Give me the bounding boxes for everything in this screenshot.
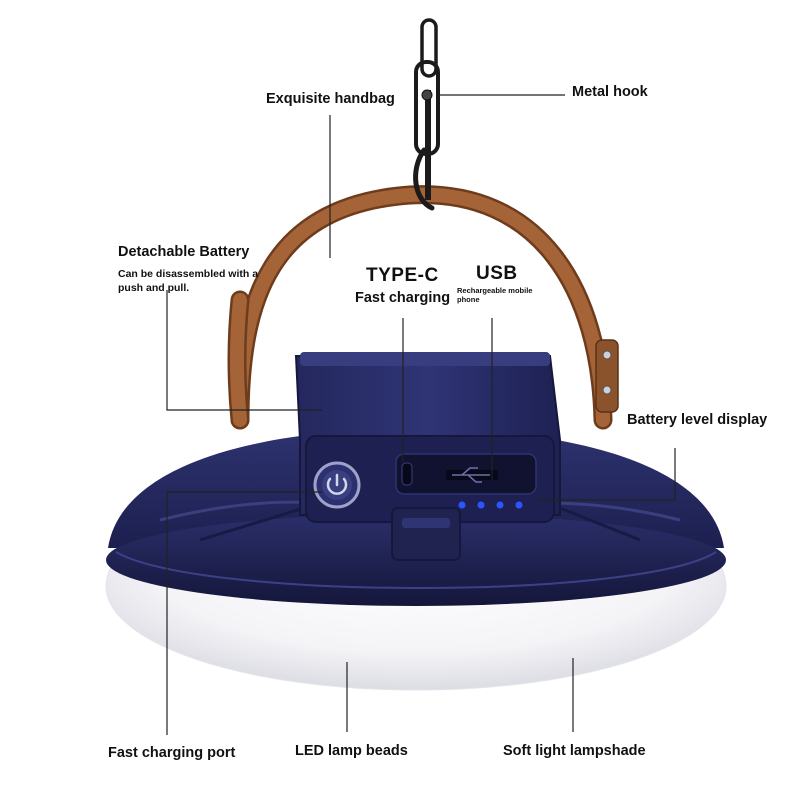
battery-led-4 <box>515 501 523 509</box>
label-exquisite-handbag: Exquisite handbag <box>266 91 395 107</box>
label-type-c-title: TYPE-C <box>366 265 439 286</box>
battery-level-leds <box>458 501 523 509</box>
label-usb-subtitle: Rechargeable mobile phone <box>457 286 533 304</box>
label-type-c-subtitle: Fast charging <box>355 290 451 306</box>
type-c-plug <box>391 507 461 561</box>
port-panel <box>395 453 537 495</box>
label-soft-light-lampshade: Soft light lampshade <box>503 743 646 759</box>
label-detachable-battery-description: Can be disassembled with a push and pull… <box>118 268 259 294</box>
handbag-strap <box>230 185 619 430</box>
leader-battery-level <box>538 448 676 501</box>
label-battery-level-display: Battery level display <box>627 412 768 428</box>
handbag-strap-front <box>227 290 250 430</box>
label-fast-charging-port: Fast charging port <box>108 745 236 761</box>
label-detachable-battery-title: Detachable Battery <box>118 244 250 260</box>
label-usb-title: USB <box>476 263 518 284</box>
battery-led-3 <box>496 501 504 509</box>
leader-fast-charging-port <box>166 491 322 735</box>
battery-led-1 <box>458 501 466 509</box>
usb-symbol-icon <box>452 467 490 483</box>
label-led-lamp-beads: LED lamp beads <box>295 743 408 759</box>
label-metal-hook: Metal hook <box>572 84 648 100</box>
metal-hook <box>413 18 440 211</box>
power-button <box>313 461 361 509</box>
leader-lines <box>166 94 676 735</box>
battery-led-2 <box>477 501 485 509</box>
leader-detachable-battery <box>166 290 322 411</box>
